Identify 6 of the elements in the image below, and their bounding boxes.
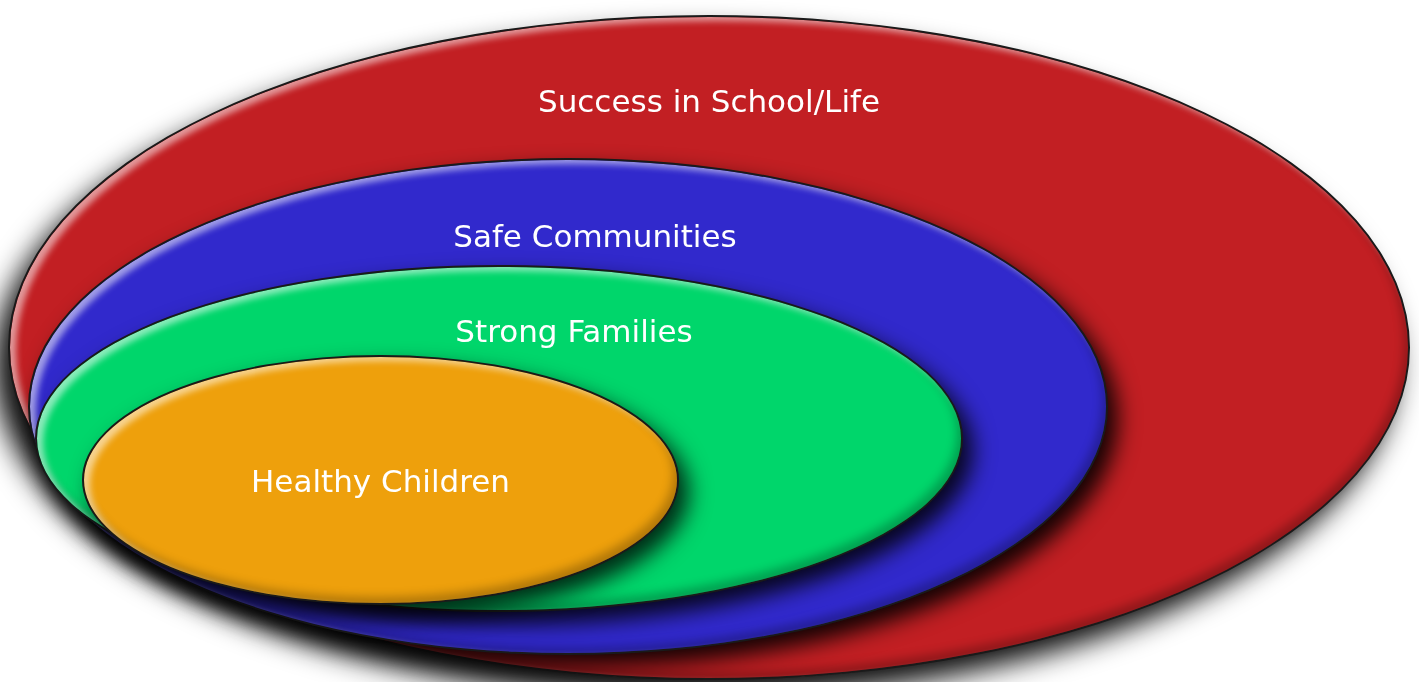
- ellipse: [82, 355, 679, 605]
- ellipse-label: Success in School/Life: [537, 83, 881, 119]
- ellipse-label: Strong Families: [454, 313, 694, 349]
- ellipse: [35, 265, 963, 612]
- ellipse-label: Safe Communities: [452, 218, 738, 254]
- ellipse-label: Healthy Children: [250, 463, 511, 499]
